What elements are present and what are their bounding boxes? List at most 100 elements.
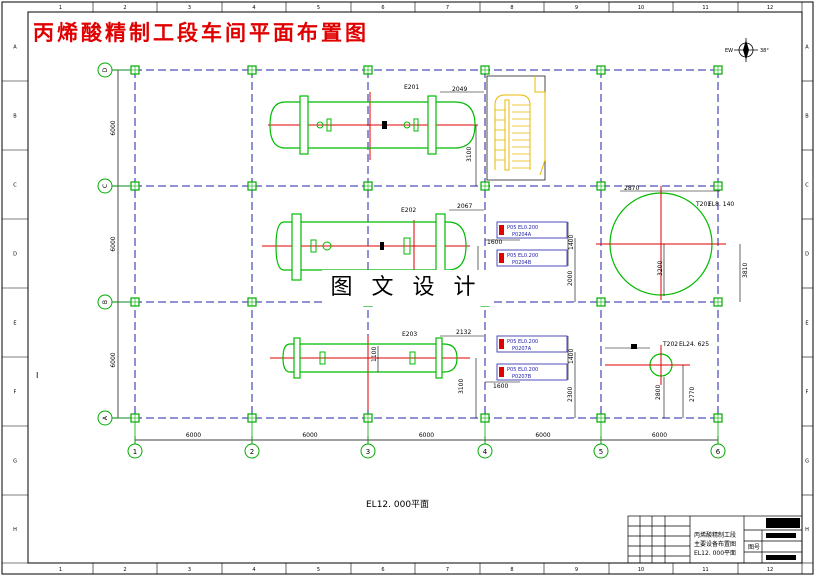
border-row-label: H xyxy=(805,527,809,533)
border-column-label: 4 xyxy=(252,567,255,573)
border-column-label: 4 xyxy=(252,5,255,11)
dim-1600-b: 1600 xyxy=(493,383,508,390)
border-row-label: D xyxy=(805,252,809,258)
dimension-texts: 2049 3100 2067 1600 1400 2000 2132 1100 … xyxy=(371,86,749,402)
tank-t201 xyxy=(596,186,741,302)
pumps xyxy=(496,221,568,381)
column-spacing-label: 6000 xyxy=(652,432,667,439)
column-axis-label: 6 xyxy=(716,448,721,456)
dim-2000-a: 2000 xyxy=(567,271,574,286)
border-row-label: F xyxy=(14,390,17,396)
dim-2770: 2770 xyxy=(689,387,696,402)
row-axis-label: C xyxy=(102,184,109,188)
pump-id: P0204B xyxy=(512,260,532,266)
pump-id: P0207A xyxy=(512,346,532,352)
border-column-label: 8 xyxy=(510,567,513,573)
row-axis-bubble xyxy=(97,178,113,194)
dim-2870: 2870 xyxy=(624,185,639,192)
pump-id: P0207B xyxy=(512,374,532,380)
label-t202: T202 xyxy=(662,341,678,348)
column-axis-label: 1 xyxy=(133,448,137,456)
column-axis-label: 2 xyxy=(250,448,254,456)
vessel-e203 xyxy=(270,335,484,418)
dim-2067: 2067 xyxy=(457,203,472,210)
dim-1400-b: 1400 xyxy=(568,349,575,364)
row-axis-label: D xyxy=(102,67,109,72)
column-spacing-label: 6000 xyxy=(535,432,550,439)
border-row-label: E xyxy=(13,321,16,327)
dim-1400-a: 1400 xyxy=(568,235,575,250)
dim-2300: 2300 xyxy=(567,387,574,402)
row-spacing-label: 6000 xyxy=(110,120,117,135)
pump-id: P0204A xyxy=(512,232,532,238)
border-column-label: 5 xyxy=(317,567,320,573)
label-t201: T201 xyxy=(695,201,711,208)
column-spacing-label: 6000 xyxy=(302,432,317,439)
column-axis-bubble xyxy=(593,443,609,459)
border-column-label: 9 xyxy=(575,567,578,573)
border-row-label: B xyxy=(805,114,809,120)
border-row-label: B xyxy=(13,114,17,120)
row-spacing-label: 6000 xyxy=(110,236,117,251)
pump-tag: P05 EL0.200 xyxy=(507,339,538,345)
border-column-label: 7 xyxy=(446,567,449,573)
border-column-label: 9 xyxy=(575,5,578,11)
border-column-label: 7 xyxy=(446,5,449,11)
column-axis-label: 3 xyxy=(366,448,370,456)
border-column-label: 10 xyxy=(638,5,644,11)
staircase xyxy=(486,75,546,181)
border-column-label: 1 xyxy=(59,5,62,11)
vessel-e202 xyxy=(262,209,484,302)
border-column-label: 6 xyxy=(381,5,384,11)
dim-3810: 3810 xyxy=(742,263,749,278)
border-column-label: 12 xyxy=(767,5,773,11)
column-axis-bubble xyxy=(360,443,376,459)
border-row-label: A xyxy=(13,45,17,51)
column-axis-bubble xyxy=(244,443,260,459)
vessel-e201 xyxy=(268,91,484,186)
row-axis-label: A xyxy=(102,415,109,420)
border-column-label: 11 xyxy=(702,5,708,11)
dimension-lines xyxy=(114,69,719,444)
equipment-labels: E201 E202 E203 T201 EL8. 140 T202 EL24. … xyxy=(401,84,734,348)
border-column-label: 2 xyxy=(123,5,126,11)
border-row-label: C xyxy=(805,183,809,189)
tank-t202 xyxy=(605,344,690,418)
dim-1100: 1100 xyxy=(371,347,378,362)
dim-2049: 2049 xyxy=(452,86,467,93)
dim-2132: 2132 xyxy=(456,329,471,336)
title-block xyxy=(627,515,803,564)
column-spacing-label: 6000 xyxy=(419,432,434,439)
north-arrow-left-label: EW xyxy=(725,48,733,54)
border-row-label: E xyxy=(805,321,808,327)
label-e201: E201 xyxy=(404,84,419,91)
border-column-label: 11 xyxy=(702,567,708,573)
label-t201-elevation: EL8. 140 xyxy=(708,201,734,208)
dim-2800: 2800 xyxy=(655,385,662,400)
drawing-title: 丙烯酸精制工段车间平面布置图 xyxy=(33,20,369,45)
column-axis-label: 5 xyxy=(599,448,603,456)
pump-tag: P05 EL0.200 xyxy=(507,225,538,231)
label-e202: E202 xyxy=(401,207,416,214)
structural-columns xyxy=(130,65,723,423)
border-column-label: 3 xyxy=(188,5,191,11)
column-axis-bubble xyxy=(710,443,726,459)
north-arrow-icon: EW 38° xyxy=(725,38,769,62)
row-spacing-label: 6000 xyxy=(110,352,117,367)
dim-3100-b: 3100 xyxy=(458,379,465,394)
column-axis-label: 4 xyxy=(483,448,488,456)
title-block-line1: 丙烯酸精制工段 xyxy=(694,532,737,539)
border-row-label: G xyxy=(13,459,17,465)
border-row-label: A xyxy=(805,45,809,51)
title-block-line2: 主要设备布置图 xyxy=(694,541,737,548)
pump-dimension-lines xyxy=(485,222,576,418)
border-column-label: 3 xyxy=(188,567,191,573)
border-column-label: 1 xyxy=(59,567,62,573)
pump-tag: P05 EL0.200 xyxy=(507,253,538,259)
border-column-label: 5 xyxy=(317,5,320,11)
label-e203: E203 xyxy=(402,331,417,338)
dim-3200: 3200 xyxy=(657,261,664,276)
